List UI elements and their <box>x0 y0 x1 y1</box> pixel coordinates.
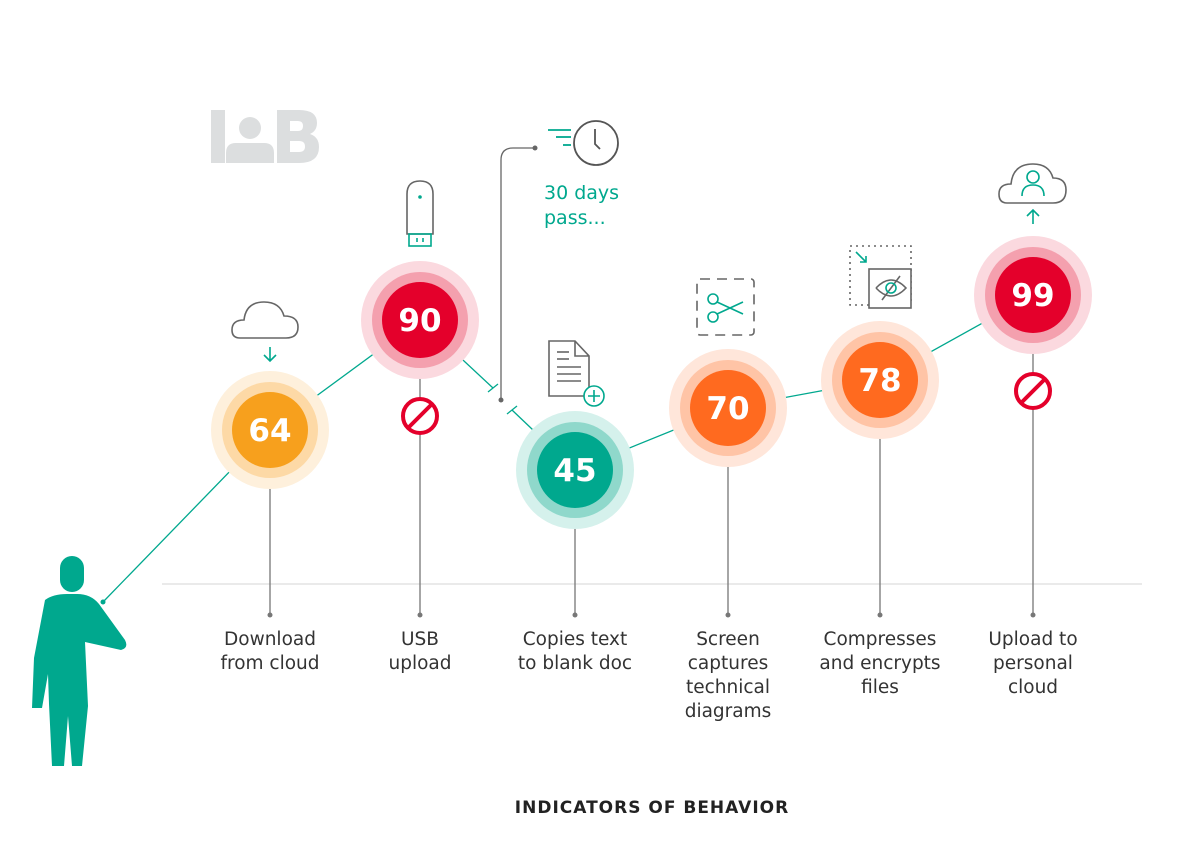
behavior-label-line: upload <box>388 653 451 674</box>
behavior-label-line: to blank doc <box>518 653 632 674</box>
person-head <box>60 556 84 592</box>
annotation-text-line: 30 days <box>544 182 619 204</box>
node-score-99 <box>974 236 1092 354</box>
node-score-text: 45 <box>553 453 596 489</box>
logo-letter-i <box>211 110 225 163</box>
node-score-text: 70 <box>706 391 749 427</box>
node-core <box>382 282 458 358</box>
node-score-64 <box>211 371 329 489</box>
connector-dot <box>100 599 106 605</box>
clock-icon <box>548 120 619 166</box>
screen-capture-scissors-icon <box>696 278 755 336</box>
person-body <box>32 594 127 766</box>
annotation-text-line: pass... <box>544 207 606 229</box>
behavior-label-line: Download <box>224 629 316 650</box>
stem-dot <box>877 612 883 618</box>
behavior-label-line: Upload to <box>988 629 1077 650</box>
time-gap-dot-bottom <box>498 397 504 403</box>
node-score-70 <box>669 349 787 467</box>
diagram-title: INDICATORS OF BEHAVIOR <box>515 798 789 818</box>
compress-encrypt-icon <box>849 245 912 309</box>
time-gap-line <box>500 147 535 400</box>
stem-dot <box>1030 612 1036 618</box>
node-core <box>232 392 308 468</box>
logo-person-body <box>226 143 274 163</box>
node-score-text: 90 <box>398 303 441 339</box>
node-core <box>537 432 613 508</box>
logo-person-head <box>239 117 261 139</box>
behavior-label-line: diagrams <box>685 701 772 722</box>
node-core <box>690 370 766 446</box>
blocked-icon <box>401 397 439 435</box>
behavior-label-line: and encrypts <box>819 653 940 674</box>
stem-dot <box>267 612 273 618</box>
node-score-78 <box>821 321 939 439</box>
node-core <box>842 342 918 418</box>
personal-cloud-upload-icon <box>998 163 1067 224</box>
iob-logo: IOB <box>211 110 319 163</box>
break-tick-left <box>487 383 499 393</box>
behavior-label-line: cloud <box>1008 677 1058 698</box>
cloud-download-icon <box>231 301 299 363</box>
behavior-label-line: from cloud <box>220 653 319 674</box>
node-score-text: 99 <box>1011 278 1054 314</box>
node-core <box>995 257 1071 333</box>
new-document-icon <box>548 340 605 407</box>
node-score-90 <box>361 261 479 379</box>
stem-dot <box>725 612 731 618</box>
stem-dot <box>572 612 578 618</box>
logo-letter-b <box>277 110 319 163</box>
node-score-text: 78 <box>858 363 901 399</box>
node-score-text: 64 <box>248 413 291 449</box>
behavior-label-line: technical <box>686 677 770 698</box>
time-gap-dot-top <box>532 145 538 151</box>
blocked-icon <box>1014 372 1052 410</box>
node-score-45 <box>516 411 634 529</box>
behavior-label-line: personal <box>993 653 1073 674</box>
behavior-label-line: captures <box>688 653 768 674</box>
behavior-label-line: USB <box>401 629 439 650</box>
stem-dot <box>417 612 423 618</box>
usb-drive-icon <box>406 180 434 247</box>
break-tick-right <box>506 405 518 415</box>
person-figure <box>32 556 127 766</box>
behavior-label-line: Copies text <box>523 629 628 650</box>
behavior-label-line: files <box>861 677 899 698</box>
behavior-label-line: Compresses <box>824 629 937 650</box>
behavior-label-line: Screen <box>696 629 760 650</box>
